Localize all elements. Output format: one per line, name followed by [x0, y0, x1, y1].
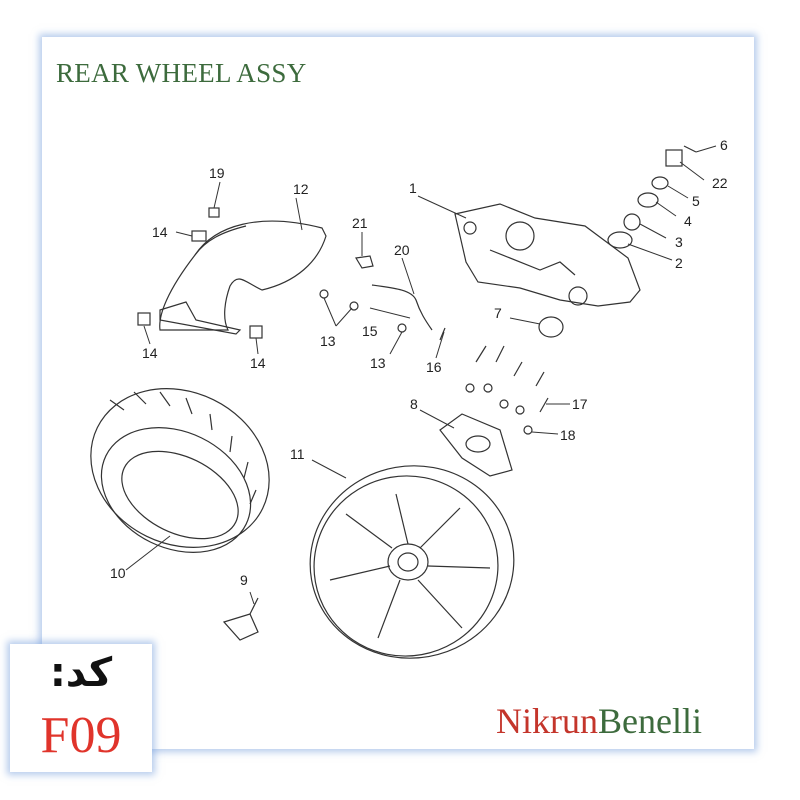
rim-part	[309, 465, 515, 659]
callout-19: 19	[209, 165, 225, 181]
callout-2: 2	[675, 255, 683, 271]
callout-21: 21	[352, 215, 368, 231]
code-value: F09	[40, 707, 122, 764]
hub-flange-part	[439, 413, 513, 477]
callout-22: 22	[712, 175, 728, 191]
sensor-cable-part	[371, 284, 433, 331]
brand-watermark: NikrunBenelli	[496, 700, 702, 742]
hub-bolts-and-nuts	[465, 345, 549, 435]
callout-7: 7	[494, 305, 502, 321]
valve-part	[222, 597, 259, 641]
callout-4: 4	[684, 213, 692, 229]
callout-6: 6	[720, 137, 728, 153]
callout-15: 15	[362, 323, 378, 339]
callout-14-c: 14	[250, 355, 266, 371]
small-screws	[319, 289, 446, 341]
gear-housing-part	[454, 203, 641, 307]
callout-10: 10	[110, 565, 126, 581]
rear-fender-part	[159, 220, 327, 335]
callout-8: 8	[410, 396, 418, 412]
diagram-title: REAR WHEEL ASSY	[56, 58, 307, 88]
callout-labels: 1 2 3 4 5 6 7 8 9 10 11 12 13 13 14 14 1…	[110, 137, 728, 588]
callout-13-b: 13	[370, 355, 386, 371]
callout-20: 20	[394, 242, 410, 258]
callout-17: 17	[572, 396, 588, 412]
callout-14-b: 14	[142, 345, 158, 361]
callout-3: 3	[675, 234, 683, 250]
callout-14-a: 14	[152, 224, 168, 240]
callout-9: 9	[240, 572, 248, 588]
callout-5: 5	[692, 193, 700, 209]
leader-lines	[125, 145, 717, 605]
bearing-stack-parts	[607, 145, 697, 249]
callout-13-a: 13	[320, 333, 336, 349]
bracket-part	[355, 255, 374, 269]
tire-part	[90, 388, 270, 553]
callout-11: 11	[290, 446, 305, 462]
bearing-part	[538, 316, 564, 338]
callout-16: 16	[426, 359, 442, 375]
product-code-box: کد: F09	[10, 644, 152, 772]
brand-nikrun: Nikrun	[496, 701, 598, 741]
callout-18: 18	[560, 427, 576, 443]
code-label: کد:	[49, 650, 113, 696]
callout-12: 12	[293, 181, 309, 197]
callout-1: 1	[409, 180, 417, 196]
brand-benelli: Benelli	[598, 701, 702, 741]
